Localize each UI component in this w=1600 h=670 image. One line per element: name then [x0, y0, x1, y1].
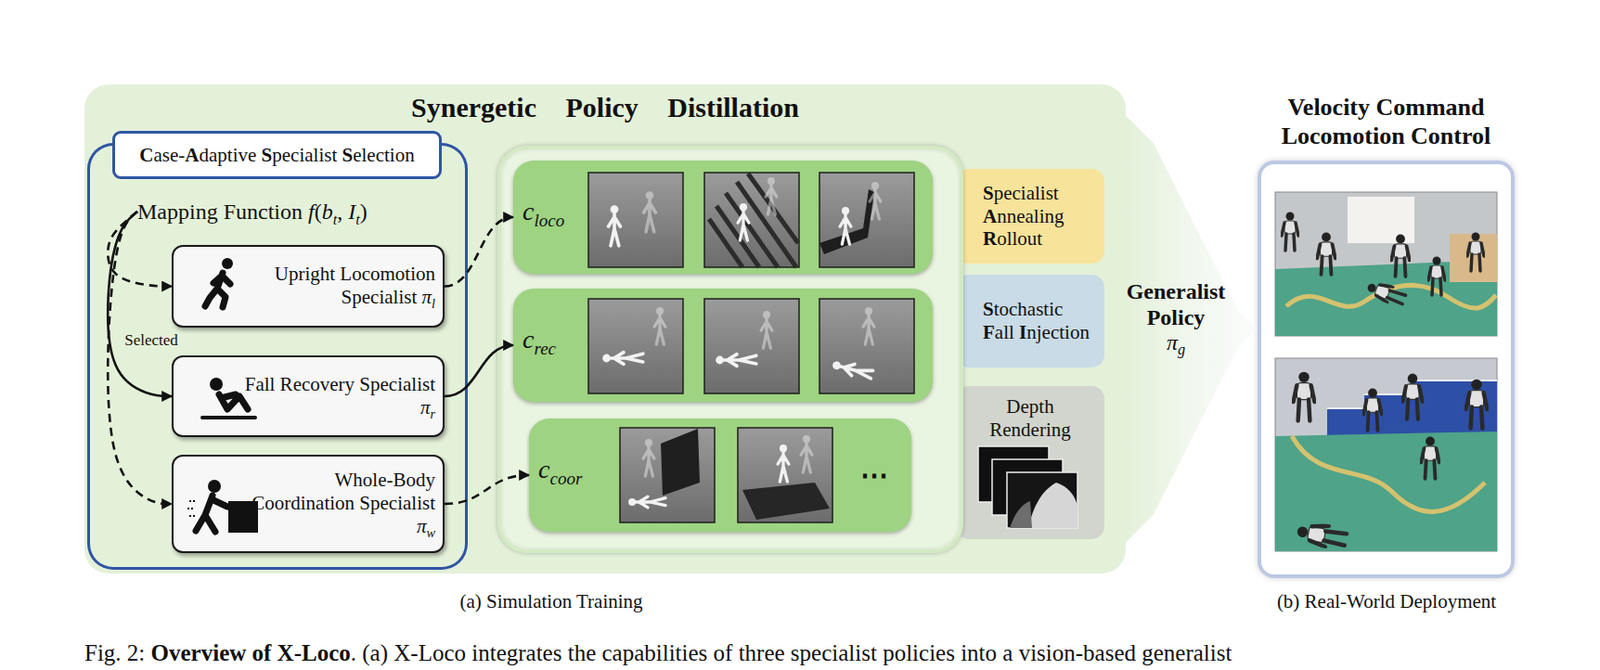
- text-slot: Specialist Annealing Rollout: [982, 168, 1098, 264]
- text-run: π: [416, 515, 427, 538]
- text-run: c: [538, 454, 550, 484]
- text-run: all: [994, 321, 1020, 344]
- deployment-panel: Velocity Command Locomotion Control: [1257, 160, 1515, 579]
- text-run: njection: [1026, 321, 1090, 344]
- text-slot: Depth Rendering: [979, 391, 1082, 446]
- text-run: S: [982, 181, 994, 205]
- text-run: election: [352, 143, 414, 167]
- text-run: f: [308, 199, 315, 224]
- text-run: π: [1166, 330, 1178, 355]
- node-label: Upright Locomotion Specialist πl: [244, 262, 436, 310]
- text-run: R: [982, 227, 997, 250]
- text-run: Overview of X-Loco: [151, 640, 351, 666]
- text-run: Synergetic Policy Distillation: [411, 91, 800, 123]
- text-slot: Velocity Command Locomotion Control: [1238, 91, 1534, 154]
- node-label: ccoor: [538, 453, 582, 485]
- text-slot: Synergetic Policy Distillation: [84, 88, 1126, 128]
- edge-label: Generalist Policy πg: [1126, 279, 1226, 357]
- text-run: t: [355, 210, 361, 229]
- text-run: w: [425, 525, 436, 541]
- text-run: . (a) X-Loco integrates the capabilities…: [350, 640, 1233, 666]
- node-label: Fall Recovery Specialist πr: [244, 373, 436, 420]
- text-run: pecialist: [993, 181, 1059, 205]
- text-slot: Upright Locomotion Specialist πl: [244, 246, 436, 325]
- specialist-box: Whole-Body Coordination Specialist πw: [171, 454, 445, 554]
- text-run: C: [139, 143, 154, 167]
- text-run: Depth Rendering: [989, 395, 1071, 441]
- text-slot: cloco: [522, 160, 592, 263]
- text-run: S: [341, 143, 353, 167]
- node-label: Synergetic Policy Distillation: [411, 90, 800, 124]
- text-run: t: [333, 210, 338, 229]
- text-run: ): [360, 199, 368, 224]
- text-run: coor: [549, 468, 582, 489]
- specialist-box: Upright Locomotion Specialist πl: [171, 245, 445, 328]
- node-label: Velocity Command Locomotion Control: [1238, 93, 1534, 151]
- node-label: Stochastic Fall Injection: [982, 297, 1098, 345]
- text-run: (: [314, 199, 323, 224]
- case-box: ccoor: [529, 418, 912, 532]
- selection-panel: Case-Adaptive Specialist SelectionMappin…: [87, 142, 468, 570]
- text-run: rec: [533, 338, 556, 359]
- text-run: Whole-Body Coordination Specialist: [251, 468, 436, 515]
- text-run: A: [982, 205, 997, 228]
- text-run: c: [522, 196, 534, 226]
- specialist-box: Fall Recovery Specialist πr: [171, 355, 445, 438]
- mapping-function: Mapping Function f(bt, It): [137, 194, 435, 229]
- text-slot: Mapping Function f(bt, It): [137, 194, 435, 229]
- text-run: Fall Recovery Specialist: [245, 373, 436, 396]
- text-run: ase-: [154, 143, 186, 167]
- text-slot: Whole-Body Coordination Specialist πw: [244, 456, 436, 551]
- text-run: π: [420, 396, 431, 419]
- node-label: Case-Adaptive Specialist Selection: [139, 143, 414, 168]
- text-slot: ccoor: [538, 418, 622, 521]
- text-run: Velocity Command Locomotion Control: [1281, 93, 1492, 150]
- node-label: Mapping Function f(bt, It): [137, 198, 368, 225]
- node-label: Whole-Body Coordination Specialist πw: [244, 468, 436, 538]
- text-run: S: [261, 143, 273, 167]
- text-run: π: [422, 285, 433, 309]
- text-run: S: [982, 297, 994, 321]
- text-run: Generalist Policy: [1126, 279, 1226, 330]
- text-run: nnealing: [996, 205, 1064, 228]
- text-run: F: [982, 321, 995, 344]
- technique-box: Stochastic Fall Injection: [955, 274, 1105, 368]
- text-slot: Stochastic Fall Injection: [982, 274, 1098, 368]
- node-label: crec: [522, 323, 556, 355]
- case-box: crec: [513, 288, 933, 402]
- text-run: b: [322, 199, 334, 224]
- text-slot: Case-Adaptive Specialist Selection: [112, 130, 442, 180]
- node-label: Specialist Annealing Rollout: [982, 181, 1098, 251]
- text-run: I: [1019, 321, 1027, 344]
- text-run: r: [429, 406, 436, 422]
- text-run: l: [431, 296, 436, 311]
- text-slot: Fall Recovery Specialist πr: [244, 357, 436, 435]
- node-label: cloco: [522, 195, 565, 227]
- distillation-arrow: [1125, 116, 1258, 543]
- text-slot: crec: [522, 288, 592, 391]
- technique-box: Depth Rendering: [955, 386, 1105, 540]
- text-run: A: [184, 143, 199, 167]
- case-box: cloco: [513, 160, 933, 274]
- node-label: Depth Rendering: [979, 395, 1082, 442]
- text-run: c: [522, 324, 534, 354]
- text-run: Fig. 2:: [84, 640, 152, 666]
- text-run: g: [1177, 341, 1186, 360]
- text-run: ollout: [996, 227, 1043, 250]
- text-run: Mapping Function: [137, 199, 309, 224]
- text-run: I: [348, 199, 356, 224]
- subfigure-caption: (a) Simulation Training: [459, 590, 643, 614]
- text-run: tochastic: [993, 297, 1064, 321]
- text-run: daptive: [199, 143, 262, 167]
- text-run: pecialist: [271, 143, 342, 167]
- text-run: Upright Locomotion Specialist: [274, 262, 436, 309]
- figure-caption: Fig. 2: Overview of X-Loco. (a) X-Loco i…: [84, 640, 1232, 667]
- text-run: loco: [533, 210, 565, 231]
- subfigure-caption: (b) Real-World Deployment: [1277, 590, 1497, 614]
- technique-box: Specialist Annealing Rollout: [955, 168, 1105, 264]
- text-run: ,: [336, 199, 349, 224]
